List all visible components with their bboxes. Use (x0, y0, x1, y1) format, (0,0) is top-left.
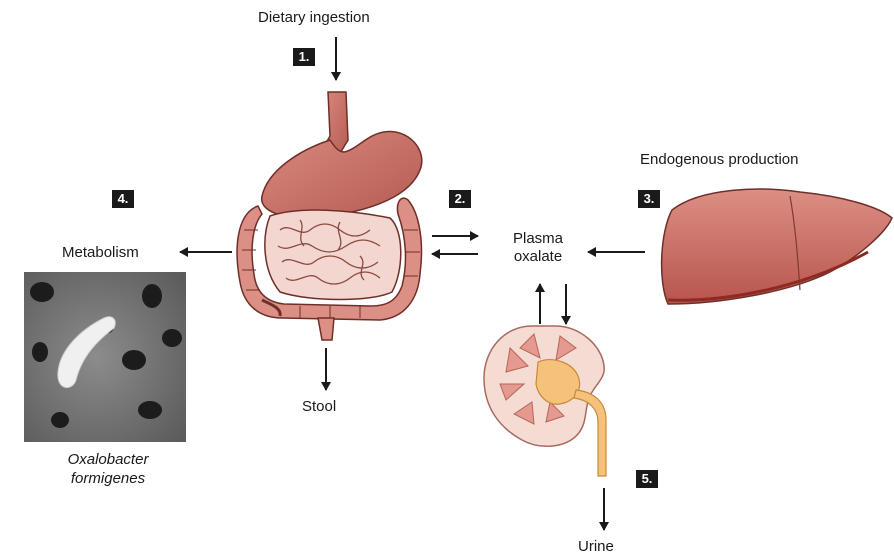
urine-label: Urine (578, 538, 614, 556)
bacterium-caption: Oxalobacter formigenes (38, 450, 178, 488)
metabolism-label: Metabolism (62, 244, 139, 262)
stool-label: Stool (302, 398, 336, 416)
step-badge-1: 1. (293, 48, 315, 66)
kidney-illustration (484, 326, 606, 476)
plasma-oxalate-line2: oxalate (503, 248, 573, 266)
plasma-oxalate-line1: Plasma (503, 230, 573, 248)
oxalobacter-micrograph (24, 272, 186, 442)
digestive-tract-illustration (237, 92, 422, 340)
step-badge-5: 5. (636, 470, 658, 488)
step-badge-3: 3. (638, 190, 660, 208)
step-badge-4: 4. (112, 190, 134, 208)
liver-illustration (662, 189, 892, 304)
endogenous-production-label: Endogenous production (640, 151, 798, 169)
dietary-ingestion-label: Dietary ingestion (258, 9, 370, 27)
step-badge-2: 2. (449, 190, 471, 208)
plasma-oxalate-label: Plasma oxalate (503, 230, 573, 266)
bacterium-caption-line1: Oxalobacter (38, 450, 178, 469)
bacterium-caption-line2: formigenes (38, 469, 178, 488)
